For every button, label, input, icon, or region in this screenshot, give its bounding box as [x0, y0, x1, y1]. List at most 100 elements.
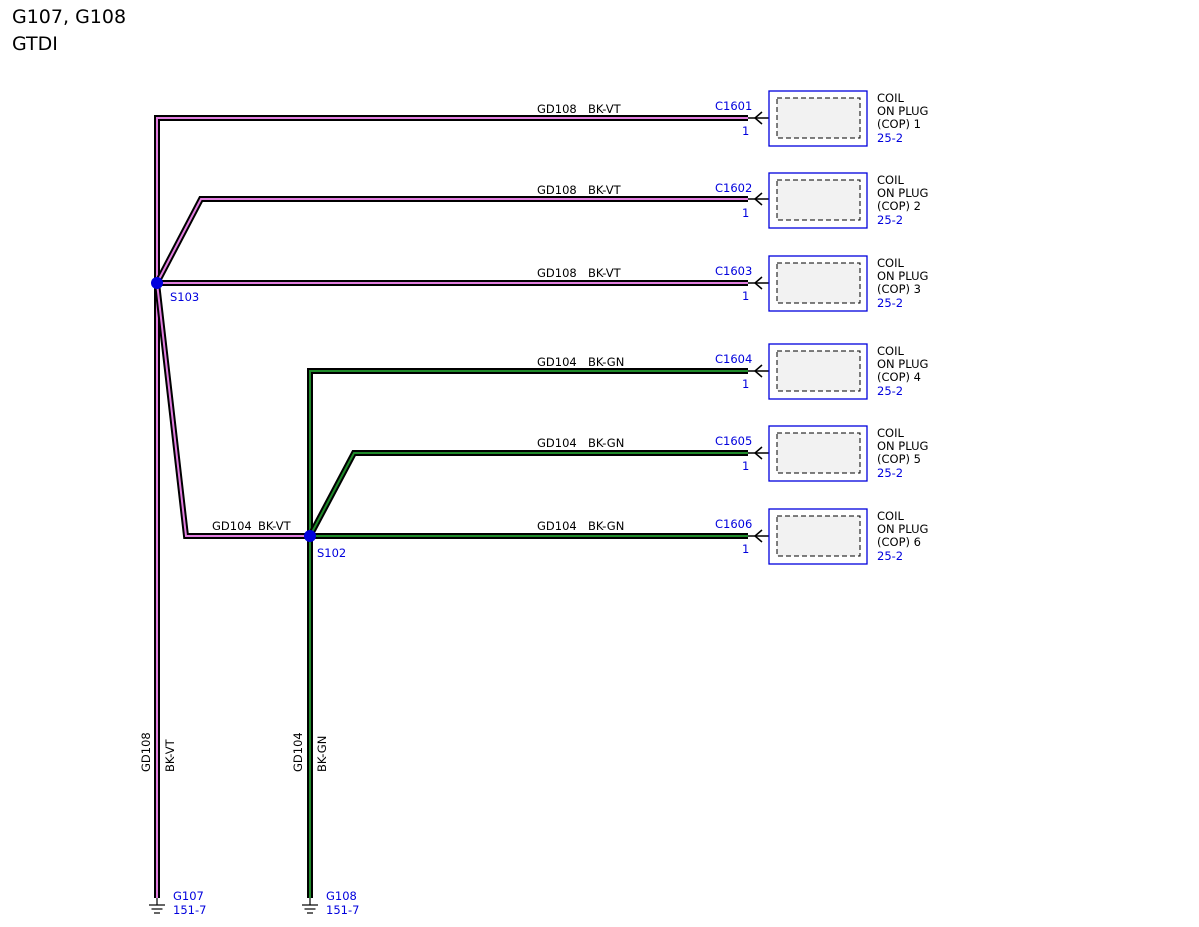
cop-3-ref[interactable]: 25-2 — [877, 296, 903, 310]
cop-1-line2: ON PLUG — [877, 104, 928, 118]
wire-2-color: BK-VT — [588, 183, 622, 197]
component-cop-2[interactable] — [768, 172, 868, 229]
cop-4-line3: (COP) 4 — [877, 370, 921, 384]
vertical-wire-label-gd108: GD108 BK-VT — [139, 732, 177, 772]
wire-label-4: GD104 BK-GN — [537, 355, 624, 369]
cop-6-line1: COIL — [877, 509, 904, 523]
wire-3-color: BK-VT — [588, 266, 622, 280]
wire-1-circuit: GD108 — [537, 102, 577, 116]
link-wire-label: GD104 BK-VT — [212, 519, 292, 533]
wire-2-circuit: GD108 — [537, 183, 577, 197]
vertical-wire-label-gd104: GD104 BK-GN — [291, 732, 329, 772]
cop-5-ref[interactable]: 25-2 — [877, 466, 903, 480]
wire-gd108-main-stripe — [156, 117, 748, 898]
splice-s103-dot[interactable] — [151, 277, 163, 289]
connector-c1605-pin: 1 — [742, 459, 749, 473]
component-cop-3[interactable] — [768, 255, 868, 312]
component-cop-5-body — [776, 432, 861, 474]
component-cop-5[interactable] — [768, 425, 868, 482]
wire-gd108-cop2-stripe — [156, 198, 748, 284]
wire-gd108-cop2[interactable] — [154, 196, 748, 285]
component-cop-1-label: COIL ON PLUG (COP) 1 25-2 — [877, 91, 928, 145]
connector-c1601[interactable]: C1601 1 — [715, 99, 752, 138]
cop-6-line2: ON PLUG — [877, 522, 928, 536]
connector-c1601-id: C1601 — [715, 99, 752, 113]
ground-g108-id: G108 — [326, 889, 357, 903]
component-cop-6-label: COIL ON PLUG (COP) 6 25-2 — [877, 509, 928, 563]
component-cop-3-body — [776, 262, 861, 304]
ground-symbol-g108 — [302, 898, 318, 914]
cop-1-line3: (COP) 1 — [877, 117, 921, 131]
vwire-1-circuit: GD108 — [139, 732, 153, 772]
connector-c1602-id: C1602 — [715, 181, 752, 195]
wire-gd104-cop5[interactable] — [307, 450, 748, 538]
cop-4-line1: COIL — [877, 344, 904, 358]
connector-c1601-pin: 1 — [742, 124, 749, 138]
cop-2-line1: COIL — [877, 173, 904, 187]
wire-gd108-main[interactable] — [154, 115, 748, 898]
wire-4-circuit: GD104 — [537, 355, 577, 369]
component-cop-5-label: COIL ON PLUG (COP) 5 25-2 — [877, 426, 928, 480]
component-cop-4-label: COIL ON PLUG (COP) 4 25-2 — [877, 344, 928, 398]
ground-g108-label[interactable]: G108 151-7 — [326, 889, 359, 917]
cop-3-line2: ON PLUG — [877, 269, 928, 283]
ground-g107-label[interactable]: G107 151-7 — [173, 889, 206, 917]
cop-5-line2: ON PLUG — [877, 439, 928, 453]
component-cop-4-body — [776, 350, 861, 392]
connector-c1606[interactable]: C1606 1 — [715, 517, 752, 556]
cop-2-ref[interactable]: 25-2 — [877, 213, 903, 227]
connector-c1602-pin: 1 — [742, 206, 749, 220]
wire-label-2: GD108 BK-VT — [537, 183, 622, 197]
title-line-1: G107, G108 — [12, 6, 127, 28]
wire-gd108-cop2-outline — [154, 196, 748, 285]
connector-c1606-pin: 1 — [742, 542, 749, 556]
wire-label-6: GD104 BK-GN — [537, 519, 624, 533]
component-cop-3-label: COIL ON PLUG (COP) 3 25-2 — [877, 256, 928, 310]
connector-c1604-id: C1604 — [715, 352, 752, 366]
wire-gd104-main[interactable] — [307, 368, 748, 898]
wire-5-circuit: GD104 — [537, 436, 577, 450]
ground-g108-ref: 151-7 — [326, 903, 359, 917]
cop-1-ref[interactable]: 25-2 — [877, 131, 903, 145]
wire-label-1: GD108 BK-VT — [537, 102, 622, 116]
cop-5-line3: (COP) 5 — [877, 452, 921, 466]
cop-4-ref[interactable]: 25-2 — [877, 384, 903, 398]
wire-gd104-link-outline — [154, 282, 310, 539]
cop-2-line2: ON PLUG — [877, 186, 928, 200]
connector-c1605[interactable]: C1605 1 — [715, 434, 752, 473]
wire-3-circuit: GD108 — [537, 266, 577, 280]
connector-c1602[interactable]: C1602 1 — [715, 181, 752, 220]
wire-gd104-main-stripe — [309, 370, 748, 898]
connector-c1606-id: C1606 — [715, 517, 752, 531]
connector-c1603[interactable]: C1603 1 — [715, 264, 752, 303]
wire-5-color: BK-GN — [588, 436, 624, 450]
wire-4-color: BK-GN — [588, 355, 624, 369]
wire-gd108-main-outline — [154, 115, 748, 898]
component-cop-4[interactable] — [768, 343, 868, 400]
wire-gd104-link-stripe — [156, 282, 310, 537]
component-cop-1[interactable] — [768, 90, 868, 147]
vwire-2-circuit: GD104 — [291, 732, 305, 772]
wire-6-circuit: GD104 — [537, 519, 577, 533]
title-line-2: GTDI — [12, 33, 58, 55]
cop-3-line3: (COP) 3 — [877, 282, 921, 296]
connector-c1605-id: C1605 — [715, 434, 752, 448]
wire-gd104-cop5-outline — [307, 450, 748, 538]
wire-label-3: GD108 BK-VT — [537, 266, 622, 280]
cop-1-line1: COIL — [877, 91, 904, 105]
connector-c1604[interactable]: C1604 1 — [715, 352, 752, 391]
vwire-2-color: BK-GN — [315, 736, 329, 772]
cop-2-line3: (COP) 2 — [877, 199, 921, 213]
cop-6-ref[interactable]: 25-2 — [877, 549, 903, 563]
link-wire-circuit: GD104 — [212, 519, 252, 533]
component-cop-6-body — [776, 515, 861, 557]
connector-c1603-id: C1603 — [715, 264, 752, 278]
splice-s102-dot[interactable] — [304, 530, 316, 542]
component-cop-6[interactable] — [768, 508, 868, 565]
connector-c1603-pin: 1 — [742, 289, 749, 303]
wire-gd104-link[interactable] — [154, 282, 310, 539]
splice-s102-label: S102 — [317, 546, 346, 560]
vwire-1-color: BK-VT — [163, 738, 177, 772]
link-wire-color: BK-VT — [258, 519, 292, 533]
